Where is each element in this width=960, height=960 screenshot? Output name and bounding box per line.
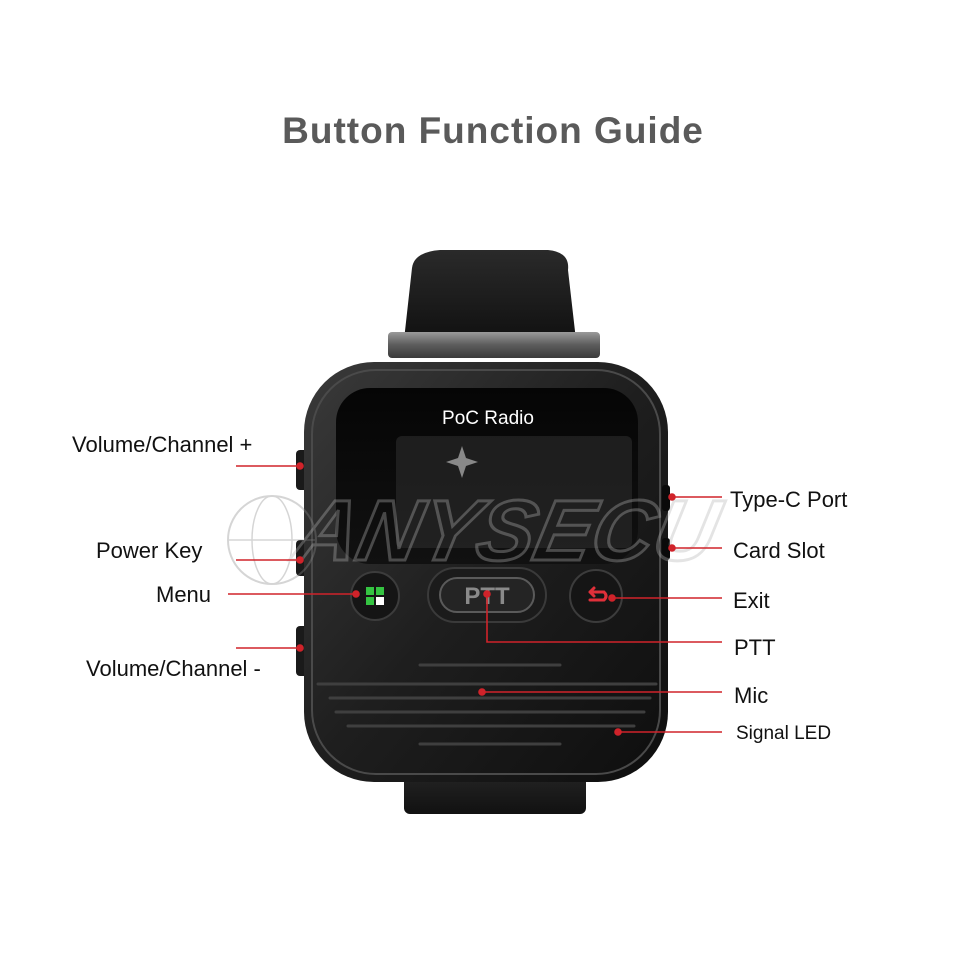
label-card-slot: Card Slot xyxy=(733,538,825,563)
menu-grid-icon xyxy=(366,587,384,605)
label-volume-down: Volume/Channel - xyxy=(86,656,261,681)
card-slot-cover xyxy=(662,538,670,560)
label-volume-up: Volume/Channel + xyxy=(72,432,253,457)
leader-lines xyxy=(228,462,722,736)
screen-text: PoC Radio xyxy=(442,408,534,429)
label-ptt: PTT xyxy=(734,635,776,660)
label-power-key: Power Key xyxy=(96,538,203,563)
return-arrow-icon xyxy=(588,586,608,602)
exit-button xyxy=(569,569,623,623)
menu-button xyxy=(350,571,400,621)
speaker-grille xyxy=(316,663,658,746)
label-exit: Exit xyxy=(733,588,770,613)
watermark-text: ANYSECU xyxy=(285,483,730,579)
type-c-port-slot xyxy=(662,485,670,511)
label-type-c-port: Type-C Port xyxy=(730,487,848,512)
top-strap xyxy=(404,250,576,340)
label-mic: Mic xyxy=(734,683,769,708)
label-signal-led: Signal LED xyxy=(736,723,832,744)
watermark: ANYSECU xyxy=(227,481,731,585)
page-title: Button Function Guide xyxy=(282,110,704,151)
label-menu: Menu xyxy=(156,582,212,607)
top-lug xyxy=(388,332,600,358)
